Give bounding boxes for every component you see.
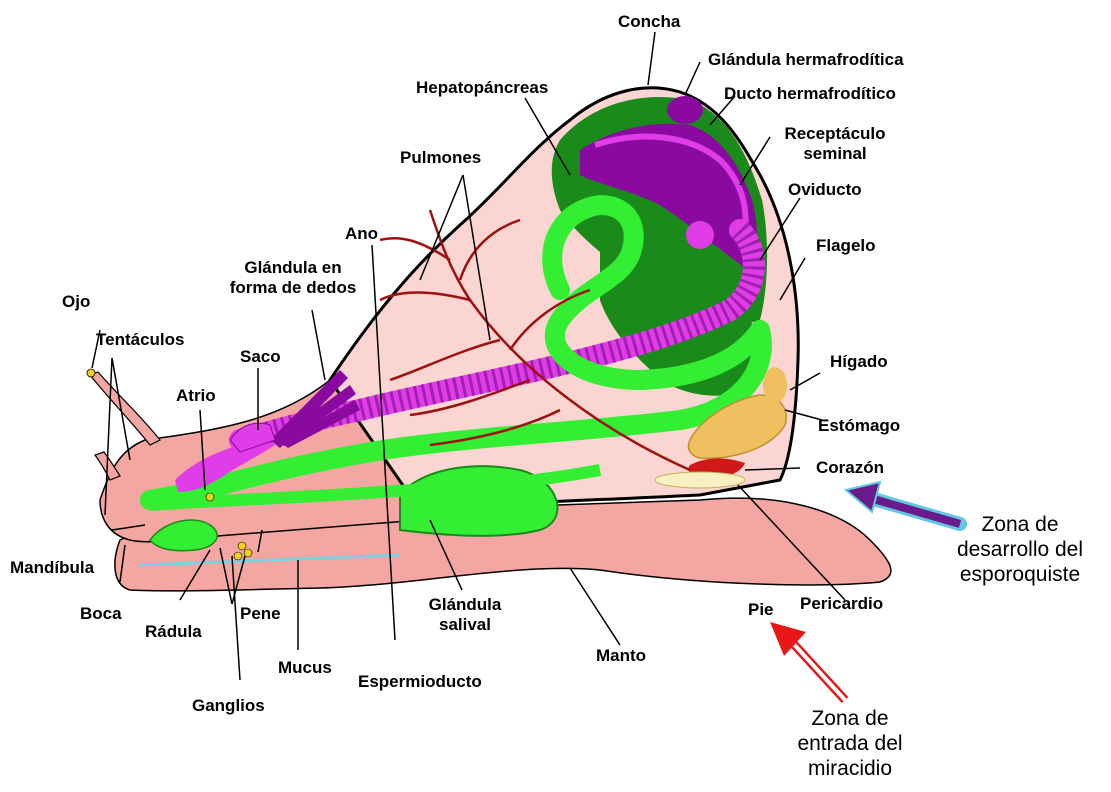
label-boca: Boca [80,604,122,624]
label-atrio: Atrio [176,386,216,406]
label-flagelo: Flagelo [816,236,876,256]
label-ojo: Ojo [62,292,90,312]
label-pericardio: Pericardio [800,594,883,614]
annotation-miracidio-line3: miracidio [780,756,920,781]
label-glandula-salival-line1: Glándula [420,595,510,615]
label-pulmones: Pulmones [400,148,481,168]
label-mandibula: Mandíbula [10,558,94,578]
eye [87,369,95,377]
label-mucus: Mucus [278,658,332,678]
label-glandula-salival: Glándula salival [420,595,510,635]
label-receptaculo-line1: Receptáculo [780,124,890,144]
annotation-miracidio-line2: entrada del [780,731,920,756]
annotation-esporoquiste-line1: Zona de [930,512,1110,537]
annotation-miracidio: Zona de entrada del miracidio [780,706,920,781]
ganglion-4 [234,552,242,560]
annotation-esporoquiste-line2: desarrollo del [930,537,1110,562]
label-corazon: Corazón [816,458,884,478]
label-pene: Pene [240,604,281,624]
label-receptaculo-line2: seminal [780,144,890,164]
ganglion-3 [244,549,252,557]
label-ganglios: Ganglios [192,696,265,716]
label-glandula-salival-line2: salival [420,615,510,635]
label-ducto-hermafroditico: Ducto hermafrodítico [724,84,896,104]
label-tentaculos: Tentáculos [96,330,184,350]
ganglion-2 [238,542,246,550]
hermaphroditic-gland-lobe [667,96,703,124]
label-glandula-dedos-line1: Glándula en [218,258,368,278]
label-receptaculo-seminal: Receptáculo seminal [780,124,890,164]
pericardium [655,472,745,488]
liver-yellow [763,367,787,403]
miracidio-arrow [770,622,845,700]
seminal-receptacle [686,221,714,249]
label-higado: Hígado [830,352,888,372]
label-saco: Saco [240,347,281,367]
annotation-esporoquiste: Zona de desarrollo del esporoquiste [930,512,1110,587]
label-pie: Pie [748,600,774,620]
label-hepatopancreas: Hepatopáncreas [416,78,548,98]
label-oviducto: Oviducto [788,180,862,200]
label-manto: Manto [596,646,646,666]
label-glandula-dedos-line2: forma de dedos [218,278,368,298]
label-glandula-hermafroditica: Glándula hermafrodítica [708,50,904,70]
label-espermioducto: Espermioducto [358,672,482,692]
annotation-esporoquiste-line3: esporoquiste [930,562,1110,587]
label-estomago: Estómago [818,416,900,436]
ganglion-1 [206,493,214,501]
label-glandula-dedos: Glándula en forma de dedos [218,258,368,298]
label-ano: Ano [345,224,378,244]
annotation-miracidio-line1: Zona de [780,706,920,731]
label-radula: Rádula [145,622,202,642]
label-concha: Concha [618,12,680,32]
